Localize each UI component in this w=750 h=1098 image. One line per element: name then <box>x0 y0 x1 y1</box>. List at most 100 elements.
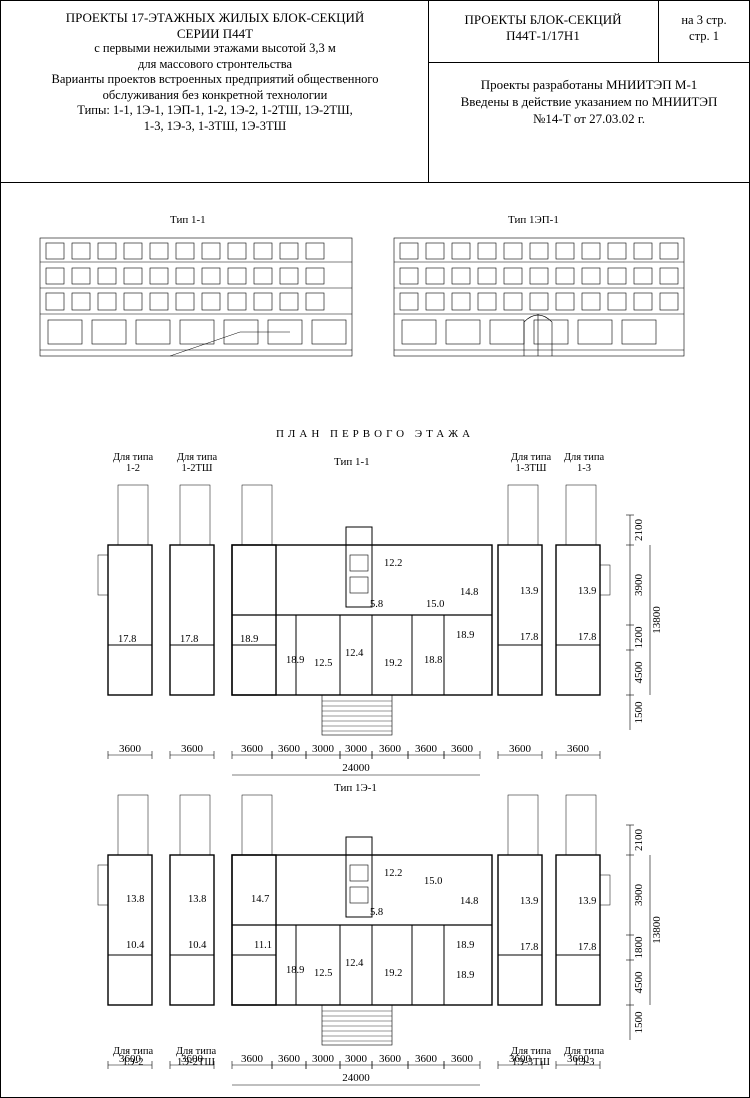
dimension-label: 3600 <box>119 1053 142 1065</box>
room-area-label: 13.9 <box>520 896 538 907</box>
facade-window <box>451 242 471 260</box>
title-line: с первыми нежилыми этажами высотой 3,3 м <box>94 41 336 55</box>
room-area-label: 18.9 <box>240 634 258 645</box>
side-stair <box>599 874 611 906</box>
variant-label-line: 1Э-2ТШ <box>177 1057 215 1068</box>
room-area-label: 15.0 <box>426 599 444 610</box>
facade-window <box>529 267 549 285</box>
facade-window <box>399 267 419 285</box>
dimension-label: 3600 <box>415 1053 438 1065</box>
plan1-variant-label: Для типа 1-2ТШ <box>172 452 222 474</box>
variant-label-line: 1-2ТШ <box>181 463 213 474</box>
plan2-variant-label: Для типа 1Э-2 <box>105 1046 161 1068</box>
room-area-label: 18.9 <box>456 970 474 981</box>
side-dimension-label: 1500 <box>633 701 645 724</box>
facade-window <box>399 242 419 260</box>
facade-window <box>633 292 653 311</box>
room-area-label: 13.9 <box>578 586 596 597</box>
facade-window <box>451 292 471 311</box>
document-title: ПРОЕКТЫ 17-ЭТАЖНЫХ ЖИЛЫХ БЛОК-СЕКЦИЙ СЕР… <box>10 10 420 134</box>
title-line: Типы: 1-1, 1Э-1, 1ЭП-1, 1-2, 1Э-2, 1-2ТШ… <box>77 103 353 117</box>
facade-window <box>477 242 497 260</box>
facade-window <box>149 292 169 311</box>
room-area-label: 12.5 <box>314 658 332 669</box>
facade-window <box>607 292 627 311</box>
facade-window <box>149 242 169 260</box>
facade-shopfront <box>311 319 347 345</box>
facade-window <box>97 242 117 260</box>
facade-window <box>503 267 523 285</box>
plan1-variant-label: Для типа 1-2 <box>108 452 158 474</box>
room-area-label: 19.2 <box>384 968 402 979</box>
facade-window <box>607 267 627 285</box>
developer-note: Проекты разработаны МНИИТЭП М-1 Введены … <box>430 76 748 127</box>
section-outline <box>231 544 493 696</box>
wing-hatch <box>507 794 539 856</box>
project-code: ПРОЕКТЫ БЛОК-СЕКЦИЙ П44Т-1/17Н1 <box>430 12 656 44</box>
wing-hatch <box>565 484 597 546</box>
facade-window <box>425 242 445 260</box>
facade-window <box>123 292 143 311</box>
header-column-divider <box>428 0 429 182</box>
facade-left-label: Тип 1-1 <box>170 214 206 226</box>
wing-outline <box>169 854 215 1006</box>
wing-outline <box>169 544 215 696</box>
dimension-label: 3600 <box>451 743 474 755</box>
wing-outline <box>231 544 277 696</box>
dimension-label: 3000 <box>312 743 335 755</box>
elevator <box>349 554 369 572</box>
room-area-label: 5.8 <box>370 907 383 918</box>
facade-shopfront <box>179 319 215 345</box>
facade-window <box>175 267 195 285</box>
wing-hatch <box>179 794 211 856</box>
facade-window <box>71 242 91 260</box>
facade-shopfront <box>445 319 481 345</box>
facade-window <box>201 242 221 260</box>
room-area-label: 18.8 <box>424 655 442 666</box>
facade-window <box>227 292 247 311</box>
room-area-label: 13.8 <box>126 894 144 905</box>
title-line: СЕРИИ П44Т <box>176 25 254 41</box>
wing-outline <box>107 544 153 696</box>
facade-window <box>279 267 299 285</box>
room-area-label: 12.2 <box>384 558 402 569</box>
title-line: Варианты проектов встроенных предприятий… <box>51 72 379 86</box>
variant-label-line: Для типа <box>510 452 552 463</box>
room-area-label: 13.8 <box>188 894 206 905</box>
room-area-label: 17.8 <box>180 634 198 645</box>
header-row-divider <box>428 62 750 63</box>
side-dimension-label: 1200 <box>633 626 645 649</box>
facade-window <box>175 242 195 260</box>
variant-label-line: Для типа <box>112 452 154 463</box>
facade-window <box>555 292 575 311</box>
facade-window <box>305 267 325 285</box>
facade-window <box>633 242 653 260</box>
facade-window <box>659 292 679 311</box>
facade-window <box>279 292 299 311</box>
facade-window <box>71 267 91 285</box>
title-line: обслуживания без конкретной технологии <box>102 87 328 102</box>
dimension-label: 3600 <box>379 743 402 755</box>
side-stair <box>599 564 611 596</box>
facade-window <box>227 267 247 285</box>
side-stair <box>97 864 109 906</box>
variant-label-line: Для типа <box>112 1046 154 1057</box>
wing-outline <box>107 854 153 1006</box>
developer-line: Проекты разработаны МНИИТЭП М-1 <box>480 77 698 92</box>
facade-window <box>581 267 601 285</box>
facade-shopfront <box>401 319 437 345</box>
facade-window <box>451 267 471 285</box>
total-dimension-label: 24000 <box>342 762 370 774</box>
wing-outline <box>555 854 601 1006</box>
dimension-label: 3600 <box>278 1053 301 1065</box>
facade-window <box>201 267 221 285</box>
developer-line: Введены в действие указанием по МНИИТЭП <box>460 94 718 109</box>
project-code-line: П44Т-1/17Н1 <box>506 28 580 43</box>
room-area-label: 17.8 <box>578 942 596 953</box>
facade-window <box>149 267 169 285</box>
facade-window <box>581 292 601 311</box>
dimension-label: 3600 <box>241 1053 264 1065</box>
room-area-label: 14.8 <box>460 587 478 598</box>
facade-right-label: Тип 1ЭП-1 <box>508 214 559 226</box>
facade-window <box>45 242 65 260</box>
